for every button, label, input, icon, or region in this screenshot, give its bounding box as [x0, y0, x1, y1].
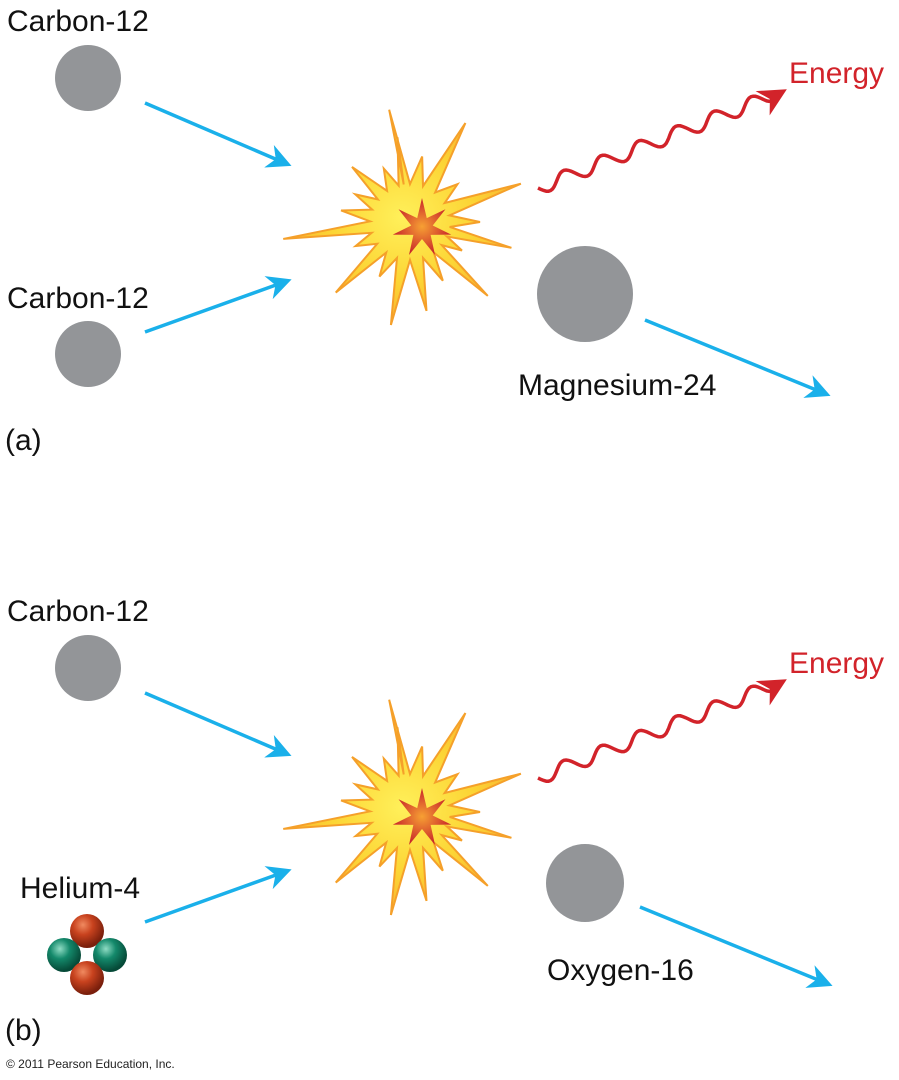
panel-b: Carbon-12 Helium-4 Energy Oxygen-16 (b): [5, 595, 884, 1047]
incoming-arrow: [144, 276, 292, 334]
copyright: © 2011 Pearson Education, Inc.: [6, 1057, 175, 1071]
explosion-core: [392, 788, 452, 846]
explosion-burst: [283, 109, 522, 326]
carbon-nucleus: [55, 321, 121, 387]
reactant1-label: Carbon-12: [7, 5, 149, 38]
carbon-nucleus: [55, 45, 121, 111]
product-label: Magnesium-24: [518, 369, 716, 402]
proton: [70, 961, 104, 995]
explosion-burst: [283, 699, 522, 916]
outgoing-arrow: [639, 905, 833, 988]
energy-label: Energy: [789, 57, 884, 90]
panel-tag: (a): [5, 424, 42, 457]
explosion-icon: [283, 699, 522, 916]
explosion-icon: [283, 109, 522, 326]
panel-a: Carbon-12 Carbon-12 Energy Magnesium-24 …: [5, 5, 884, 457]
explosion-core: [392, 198, 452, 256]
energy-wave: [537, 679, 787, 783]
incoming-arrow: [144, 691, 292, 758]
helium-nucleus-icon: [47, 914, 127, 995]
magnesium-nucleus: [537, 246, 633, 342]
energy-wave: [537, 89, 787, 193]
incoming-arrow: [144, 101, 292, 168]
proton: [70, 914, 104, 948]
reactant1-label: Carbon-12: [7, 595, 149, 628]
reactant2-label: Carbon-12: [7, 282, 149, 315]
product-label: Oxygen-16: [547, 954, 694, 987]
panel-tag: (b): [5, 1014, 42, 1047]
energy-label: Energy: [789, 647, 884, 680]
neutron: [47, 938, 81, 972]
incoming-arrow: [144, 866, 292, 924]
reactant2-label: Helium-4: [20, 872, 140, 905]
oxygen-nucleus: [546, 844, 624, 922]
outgoing-arrow: [644, 318, 831, 398]
carbon-nucleus: [55, 635, 121, 701]
neutron: [93, 938, 127, 972]
